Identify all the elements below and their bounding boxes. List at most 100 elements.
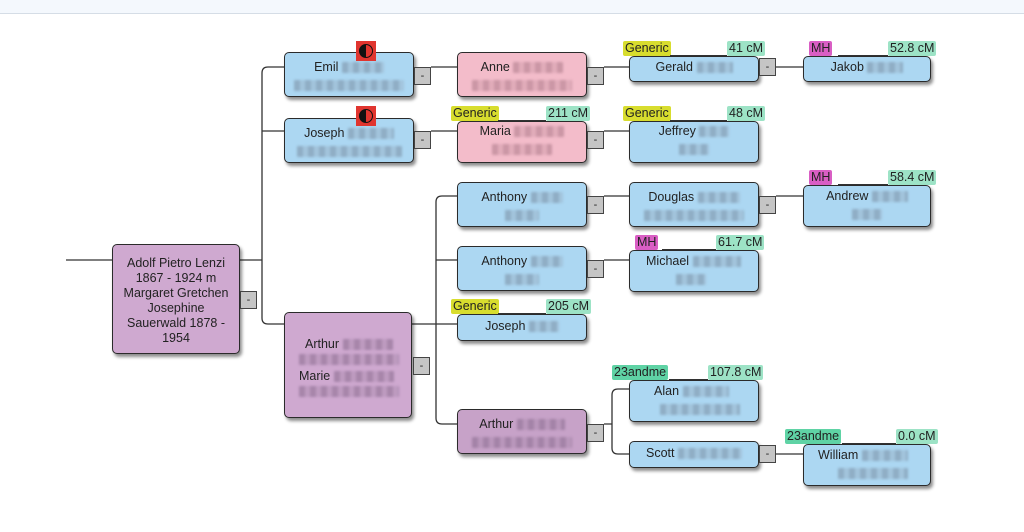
redacted-surname xyxy=(871,191,908,203)
source-badge: 23andme xyxy=(612,365,669,380)
redacted-surname xyxy=(516,419,565,431)
person-node-joseph[interactable]: Joseph xyxy=(284,118,414,163)
redacted-dates xyxy=(676,274,706,286)
person-node-alan[interactable]: Alan xyxy=(629,380,759,422)
root-line-6: 1954 xyxy=(162,331,190,345)
redacted-surname xyxy=(513,62,564,74)
redacted-surname xyxy=(347,128,394,140)
connector-arthur-alan-scott xyxy=(604,388,629,455)
root-line-3: Margaret Gretchen xyxy=(123,286,229,300)
root-line-1: Adolf Pietro Lenzi xyxy=(127,256,225,270)
redacted-surname xyxy=(867,62,904,74)
cm-badge: 107.8 cM xyxy=(708,365,764,380)
person-name: Anthony xyxy=(481,190,528,204)
redacted-surname xyxy=(697,192,740,204)
badge-divider xyxy=(670,55,727,56)
redacted-dates xyxy=(852,209,882,221)
person-node-anne[interactable]: Anne xyxy=(457,52,587,97)
person-node-michael[interactable]: Michael xyxy=(629,250,759,292)
person-node-adolf-pietro-lenzi[interactable]: Adolf Pietro Lenzi 1867 - 1924 m Margare… xyxy=(112,244,240,354)
cm-badge: 48 cM xyxy=(727,106,766,121)
person-node-maria[interactable]: Maria xyxy=(457,121,587,163)
redacted-dates xyxy=(660,404,740,416)
badge-divider xyxy=(842,443,896,444)
badge-divider xyxy=(662,249,716,250)
cm-badge: 52.8 cM xyxy=(888,41,937,56)
person-name: Joseph xyxy=(485,319,526,333)
redacted-dates xyxy=(505,274,539,286)
person-name: Joseph xyxy=(304,126,345,140)
person-name: Emil xyxy=(314,60,339,74)
person-node-gerald[interactable]: Gerald xyxy=(629,56,759,82)
person-node-jakob[interactable]: Jakob xyxy=(803,56,931,82)
collapse-button-root[interactable]: - xyxy=(240,291,257,309)
redacted-dates xyxy=(505,210,539,222)
redacted-dates xyxy=(296,146,402,158)
person-node-anthony-1[interactable]: Anthony xyxy=(457,182,587,227)
collapse-button-arthur-couple[interactable]: - xyxy=(413,357,430,375)
half-circle-icon[interactable] xyxy=(356,106,376,126)
person-name: Anthony xyxy=(481,254,528,268)
collapse-button-joseph[interactable]: - xyxy=(414,131,431,149)
person-name: Gerald xyxy=(655,60,694,74)
person-node-scott[interactable]: Scott xyxy=(629,441,759,468)
collapse-button-gerald[interactable]: - xyxy=(759,58,776,76)
person-name: Jeffrey xyxy=(658,124,696,138)
cm-badge: 205 cM xyxy=(546,299,591,314)
collapse-button-anthony-1[interactable]: - xyxy=(587,196,604,214)
badge-divider xyxy=(838,55,888,56)
redacted-surname xyxy=(530,256,563,268)
redacted-surname xyxy=(333,371,394,383)
person-node-douglas[interactable]: Douglas xyxy=(629,182,759,227)
redacted-dates xyxy=(492,144,552,156)
redacted-surname xyxy=(699,126,730,138)
redacted-dates xyxy=(299,354,399,366)
collapse-button-emil[interactable]: - xyxy=(414,67,431,85)
collapse-button-scott[interactable]: - xyxy=(759,445,776,463)
person-name: Michael xyxy=(646,254,690,268)
person-node-arthur[interactable]: Arthur xyxy=(457,409,587,454)
redacted-surname xyxy=(696,62,733,74)
person-name: Anne xyxy=(480,60,510,74)
source-badge: Generic xyxy=(623,106,671,121)
person-node-arthur-couple[interactable]: Arthur Marie xyxy=(284,312,412,418)
source-badge: MH xyxy=(635,235,659,250)
collapse-button-anthony-2[interactable]: - xyxy=(587,260,604,278)
redacted-dates xyxy=(644,210,744,222)
top-toolbar xyxy=(0,0,1024,14)
person-name: Arthur xyxy=(305,337,340,351)
collapse-button-arthur[interactable]: - xyxy=(587,424,604,442)
cm-badge: 0.0 cM xyxy=(896,429,938,444)
source-badge: 23andme xyxy=(785,429,842,444)
person-name: Jakob xyxy=(830,60,864,74)
person-node-jeffrey[interactable]: Jeffrey xyxy=(629,121,759,163)
connector-arthur-kids xyxy=(412,195,457,425)
source-badge: Generic xyxy=(451,299,499,314)
person-name: William xyxy=(818,448,859,462)
source-badge: Generic xyxy=(451,106,499,121)
person-name: Scott xyxy=(646,446,675,460)
collapse-button-maria[interactable]: - xyxy=(587,131,604,149)
redacted-dates xyxy=(299,386,399,398)
redacted-surname xyxy=(528,321,559,333)
person-node-andrew[interactable]: Andrew xyxy=(803,185,931,227)
redacted-dates xyxy=(472,80,572,92)
source-badge: Generic xyxy=(623,41,671,56)
person-node-joseph-2[interactable]: Joseph xyxy=(457,314,587,341)
half-circle-icon[interactable] xyxy=(356,41,376,61)
collapse-button-anne[interactable]: - xyxy=(587,67,604,85)
person-node-emil[interactable]: Emil xyxy=(284,52,414,97)
collapse-button-douglas[interactable]: - xyxy=(759,196,776,214)
redacted-surname xyxy=(682,386,729,398)
redacted-surname xyxy=(341,62,384,74)
badge-divider xyxy=(838,184,888,185)
redacted-dates xyxy=(679,144,709,156)
redacted-surname xyxy=(692,256,741,268)
person-node-anthony-2[interactable]: Anthony xyxy=(457,246,587,291)
person-node-william[interactable]: William xyxy=(803,444,931,486)
spouse-name: Marie xyxy=(299,369,331,383)
redacted-surname xyxy=(861,450,908,462)
cm-badge: 211 cM xyxy=(546,106,591,121)
